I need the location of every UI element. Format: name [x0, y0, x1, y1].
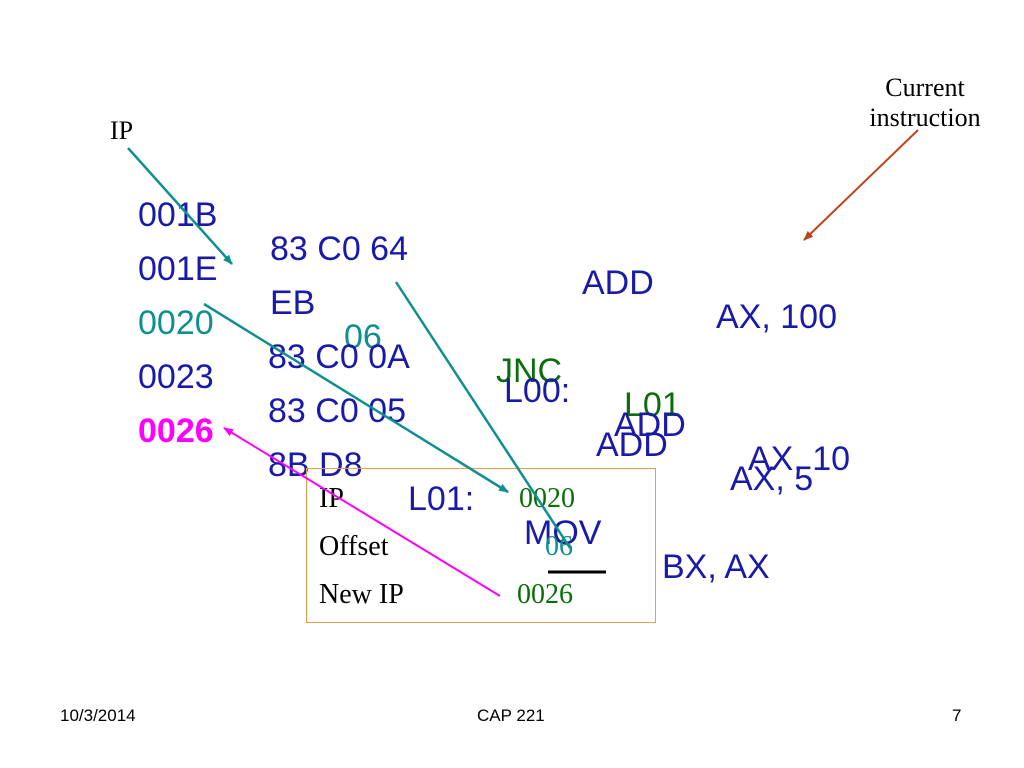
mnemonic: MOV [524, 514, 602, 552]
machine-code: 83 C0 64 [270, 230, 408, 268]
machine-code: 83 C0 0A [268, 338, 410, 376]
operands: AX, 10 [748, 440, 851, 478]
code-line-001e: 001E EB 06 JNC L01 [138, 218, 681, 456]
address: 0023 [138, 358, 214, 396]
operands: L01 [624, 386, 681, 424]
address: 0020 [138, 304, 214, 342]
ip-callout-label: IP [110, 116, 134, 145]
current-instruction-arrow [803, 129, 919, 241]
machine-code: 83 C0 05 [268, 392, 406, 430]
footer-page-number: 7 [952, 706, 962, 725]
ip-to-box-arrow [203, 302, 509, 494]
current-instruction-callout: Current instruction [850, 73, 1000, 133]
code-line-0023: 0023 83 C0 05 ADD AX, 5 [138, 326, 813, 530]
label: L01: [408, 480, 475, 518]
code-line-0020: 0020 83 C0 0A L00: ADD AX, 10 [138, 272, 850, 510]
machine-code-offset: 06 [344, 318, 382, 356]
label: L00: [504, 372, 571, 410]
mnemonic: ADD [596, 426, 668, 464]
operands: BX, AX [662, 548, 770, 586]
box-new-ip-label: New IP [319, 579, 404, 610]
address: 0026 [138, 412, 214, 450]
operands: AX, 5 [730, 460, 814, 498]
mnemonic: ADD [614, 406, 686, 444]
box-new-ip-value: 0026 [517, 579, 573, 610]
machine-code: 8B D8 [268, 446, 363, 484]
footer-date: 10/3/2014 [60, 706, 136, 725]
address: 001E [138, 250, 218, 288]
ip-calculation-box: IP 0020 Offset 06 New IP 0026 [306, 468, 656, 623]
operands: AX, 100 [716, 298, 837, 336]
box-offset-label: Offset [319, 531, 389, 562]
mnemonic: JNC [496, 352, 563, 390]
machine-code-opcode: EB [270, 284, 316, 322]
ip-pointer-arrow [127, 147, 233, 265]
mnemonic: ADD [582, 264, 654, 302]
offset-to-box-line [394, 281, 572, 549]
box-ip-value: 0020 [519, 483, 575, 514]
current-instruction-line2: instruction [869, 102, 981, 132]
new-ip-to-target-arrow [223, 427, 501, 597]
code-line-0026: 0026 8B D8 L01: MOV BX, AX [138, 380, 770, 618]
footer-course: CAP 221 [477, 706, 545, 725]
current-instruction-line1: Current [885, 73, 965, 102]
code-line-001b: 001B 83 C0 64 ADD AX, 100 [138, 164, 837, 368]
